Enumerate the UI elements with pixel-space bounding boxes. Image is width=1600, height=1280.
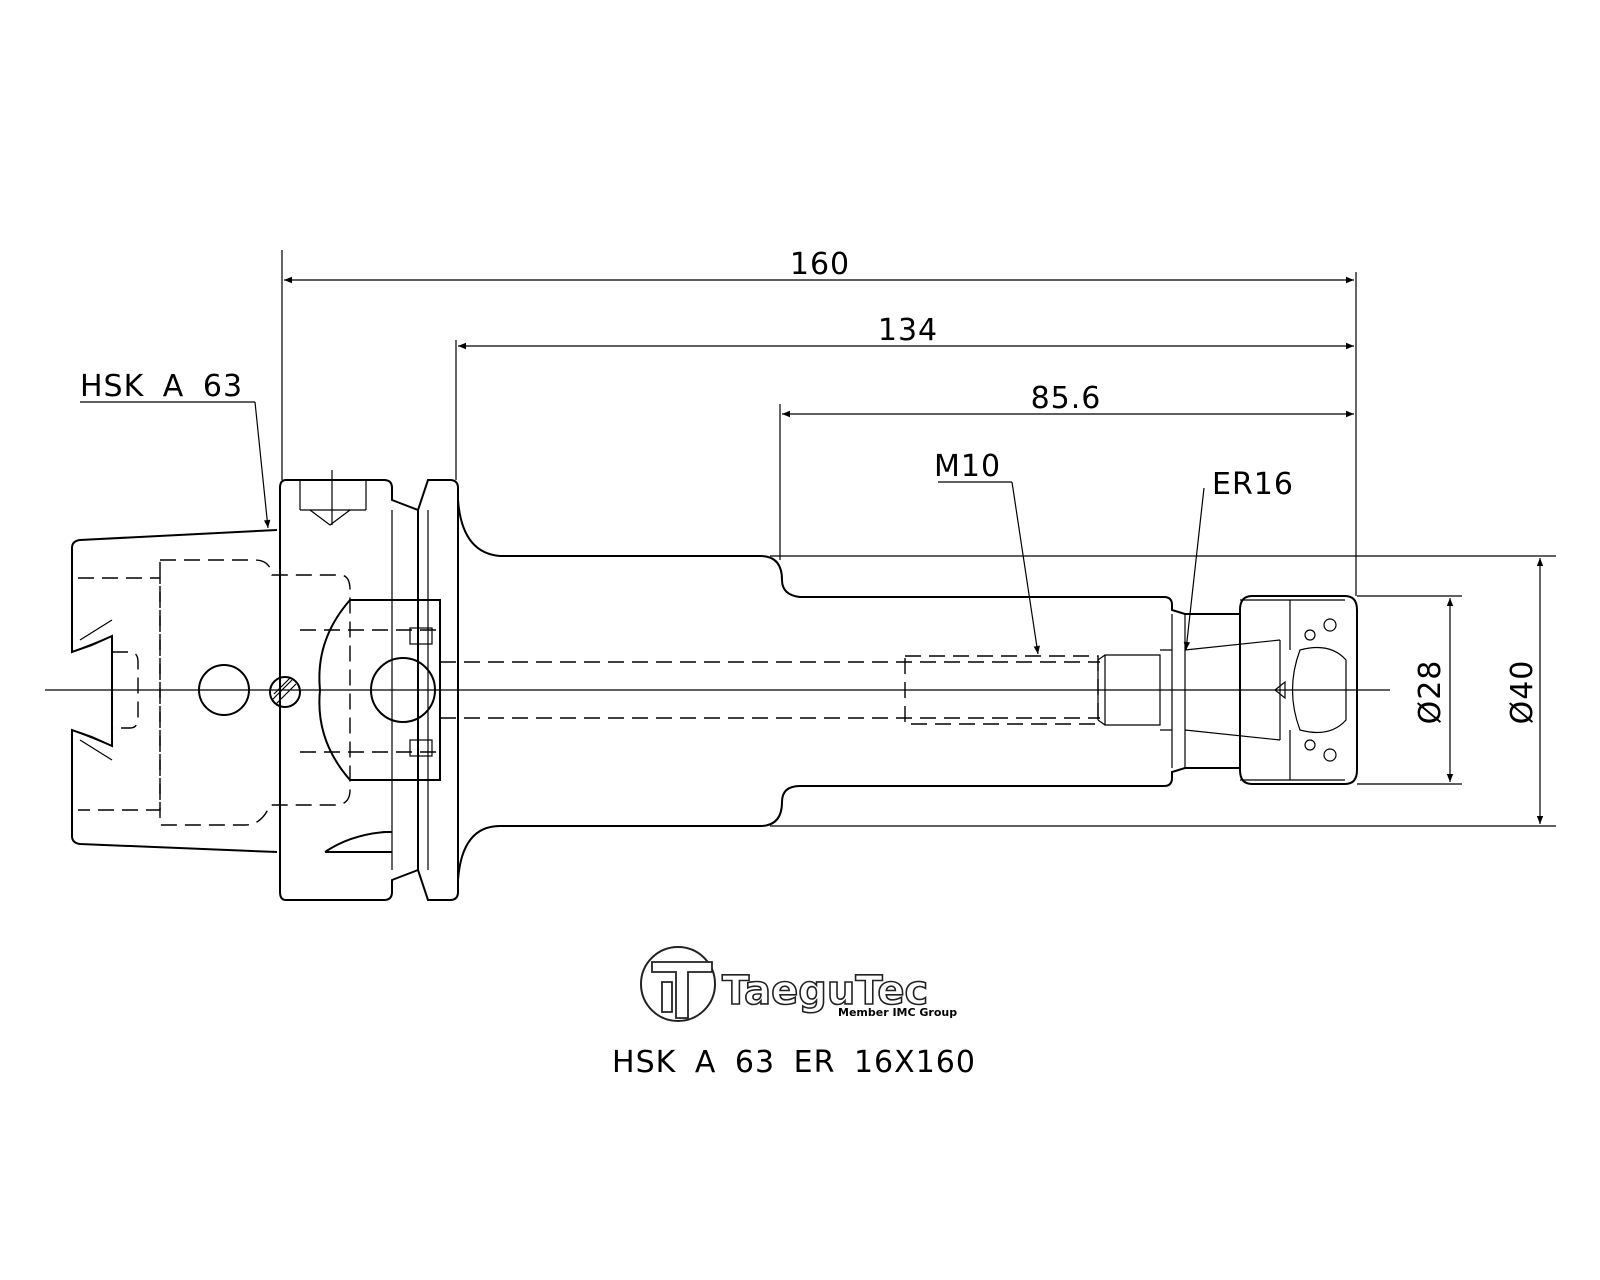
logo-emblem-mark bbox=[651, 961, 713, 1019]
collet-nut bbox=[1184, 595, 1358, 785]
shank-hole bbox=[198, 664, 250, 716]
flange bbox=[279, 470, 459, 901]
callout-hsk: HSK A 63 bbox=[80, 369, 243, 404]
logo-brand: TaeguTec bbox=[722, 968, 928, 1014]
hsk-shank bbox=[71, 529, 351, 853]
logo-tagline: Member IMC Group bbox=[838, 1006, 957, 1019]
leaders bbox=[80, 401, 1205, 655]
dim-d40: Ø40 bbox=[1505, 660, 1540, 725]
part-caption: HSK A 63 ER 16X160 bbox=[612, 1045, 976, 1080]
dimension-lines bbox=[281, 250, 1556, 827]
flange-hole bbox=[370, 657, 436, 723]
dim-160: 160 bbox=[790, 247, 850, 282]
tool-body bbox=[440, 499, 1241, 881]
callout-er16: ER16 bbox=[1212, 467, 1294, 502]
dim-d28: Ø28 bbox=[1413, 660, 1448, 725]
logo-emblem-icon bbox=[640, 946, 716, 1022]
dim-85-6: 85.6 bbox=[1031, 381, 1102, 416]
shank-pin bbox=[269, 676, 301, 708]
dim-134: 134 bbox=[878, 313, 938, 348]
taegutec-logo: TaeguTec Member IMC Group bbox=[640, 946, 957, 1022]
callout-m10: M10 bbox=[934, 449, 1001, 484]
